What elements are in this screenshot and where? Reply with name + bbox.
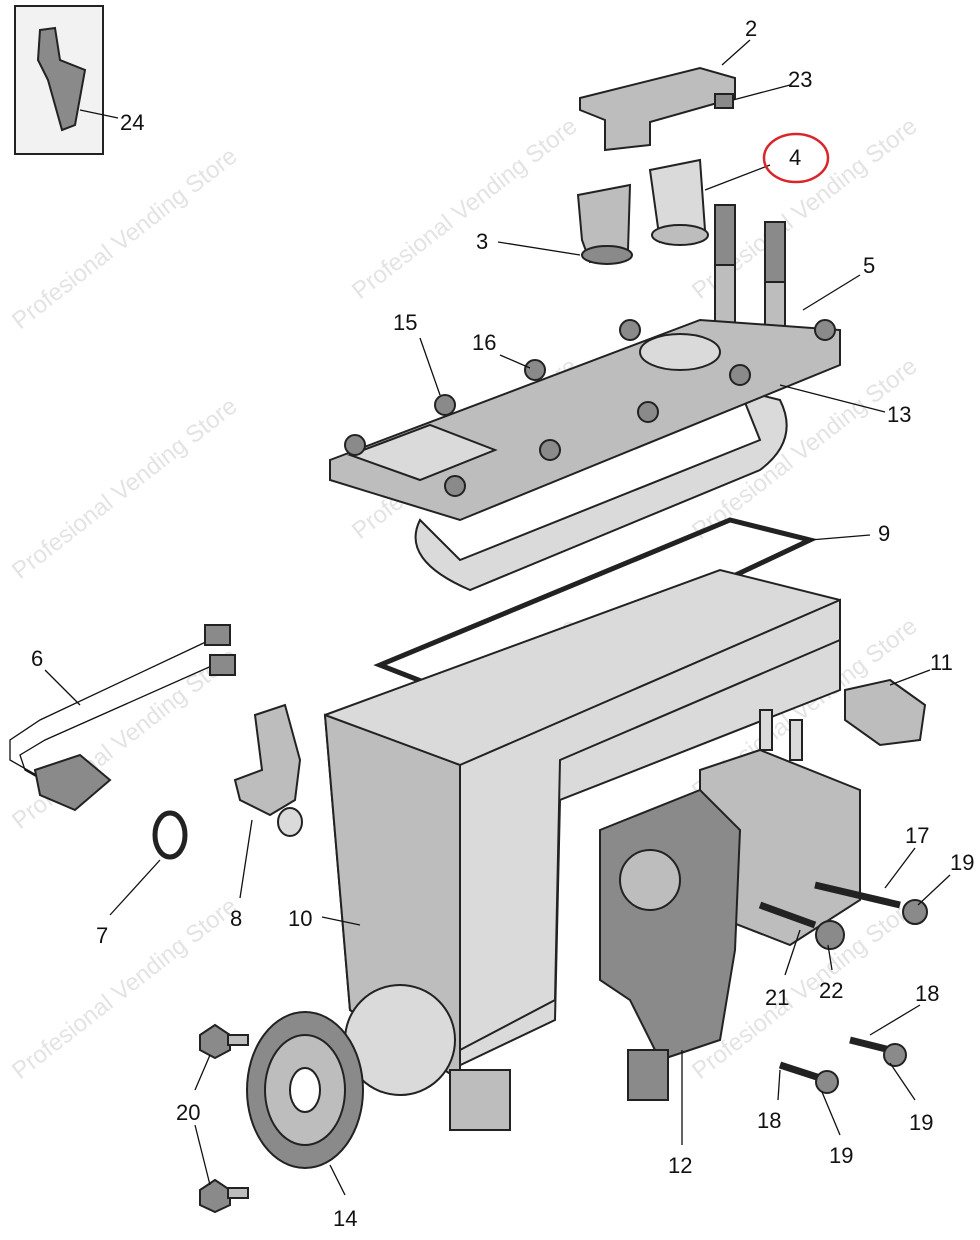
leader-lines (44, 39, 951, 1196)
callout-8[interactable]: 8 (230, 906, 242, 931)
callout-18[interactable]: 18 (757, 1108, 781, 1133)
callout-16[interactable]: 16 (472, 330, 496, 355)
callout-5[interactable]: 5 (863, 253, 875, 278)
callout-24: 24 (120, 110, 144, 135)
callout-6[interactable]: 6 (31, 646, 43, 671)
callout-3[interactable]: 3 (476, 229, 488, 254)
inset-part-24[interactable]: 24 (14, 5, 144, 155)
part-7-washer[interactable] (152, 810, 188, 860)
callout-19[interactable]: 19 (950, 850, 974, 875)
screws-and-nuts[interactable] (758, 881, 928, 1094)
callout-18[interactable]: 18 (915, 981, 939, 1006)
callout-19[interactable]: 19 (909, 1110, 933, 1135)
part-8-elbow-fitting[interactable] (233, 703, 303, 837)
callout-11[interactable]: 11 (930, 650, 953, 675)
callout-22[interactable]: 22 (819, 978, 843, 1003)
part-20-bolts[interactable] (199, 1023, 249, 1214)
callout-13[interactable]: 13 (887, 402, 911, 427)
part-3[interactable] (576, 183, 633, 265)
watermark: Profesional Vending Store (7, 893, 242, 1085)
part-11-fitting[interactable] (844, 678, 927, 747)
callout-19[interactable]: 19 (829, 1143, 853, 1168)
part-4-thermostat[interactable] (648, 158, 709, 246)
callout-labels: 2 23 4 3 5 15 16 13 9 6 11 17 19 7 8 10 … (31, 16, 974, 1231)
callout-17[interactable]: 17 (905, 823, 929, 848)
callout-15[interactable]: 15 (393, 310, 417, 335)
callout-2[interactable]: 2 (745, 16, 757, 41)
callout-12[interactable]: 12 (668, 1153, 692, 1178)
callout-10[interactable]: 10 (288, 906, 312, 931)
callout-23[interactable]: 23 (788, 67, 812, 92)
part-12-valve[interactable] (599, 788, 742, 1101)
part-6-sensor-cable[interactable] (9, 624, 236, 812)
callout-9[interactable]: 9 (878, 521, 890, 546)
part-10-boiler-body[interactable] (323, 568, 841, 1131)
watermark: Profesional Vending Store (7, 643, 242, 835)
part-5-heating-element[interactable] (414, 204, 788, 592)
callout-21[interactable]: 21 (765, 985, 789, 1010)
callout-4[interactable]: 4 (789, 145, 801, 170)
part-2-bracket[interactable] (579, 66, 736, 152)
callout-20[interactable]: 20 (176, 1100, 200, 1125)
callout-14[interactable]: 14 (333, 1206, 357, 1231)
watermark: Profesional Vending Store (347, 113, 582, 305)
part-14-flange[interactable] (246, 1011, 364, 1169)
watermark: Profesional Vending Store (7, 143, 242, 335)
boiler-cover-plate[interactable] (329, 318, 841, 522)
callout-7[interactable]: 7 (96, 923, 108, 948)
highlight-circle-part-4 (762, 132, 830, 184)
watermark: Profesional Vending Store (7, 393, 242, 585)
